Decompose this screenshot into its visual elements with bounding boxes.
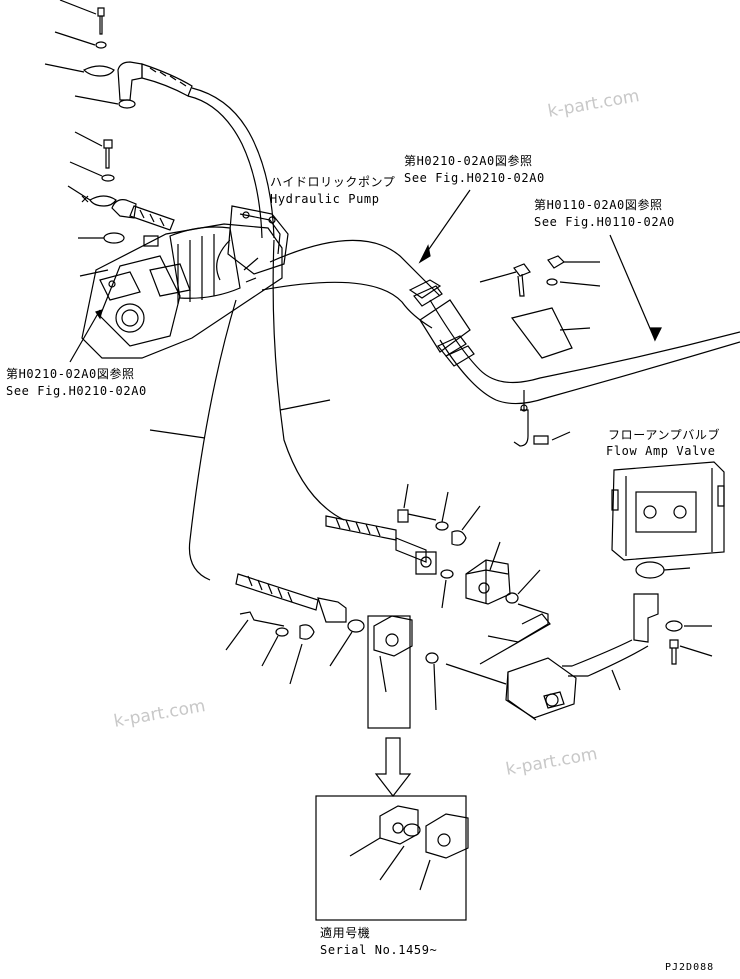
flow-amp-valve <box>611 461 725 579</box>
valve-label-jp: フローアンプバルブ <box>608 428 721 442</box>
hydraulic-pump <box>69 205 289 363</box>
pump-label-jp: ハイドロリックポンプ <box>270 175 396 189</box>
ref1-label-jp: 第H0210-02A0図参照 <box>404 154 533 168</box>
ref1-label-en: See Fig.H0210-02A0 <box>404 171 545 185</box>
upper-hose <box>117 61 275 239</box>
valve-pipe <box>445 593 713 721</box>
ref2-label-jp: 第H0110-02A0図参照 <box>534 198 663 212</box>
pump-to-valve-line <box>243 239 740 405</box>
drawing-code: PJ2D088 <box>665 962 715 973</box>
ref3-label-en: See Fig.H0210-02A0 <box>6 384 147 398</box>
reference-arrows <box>418 189 662 342</box>
lower-hose-1 <box>325 483 481 575</box>
pump-label-en: Hydraulic Pump <box>270 192 380 206</box>
upper-fastener-set <box>44 0 136 109</box>
valve-label-en: Flow Amp Valve <box>606 444 716 458</box>
drain-lines <box>149 239 345 581</box>
serial-label-en: Serial No.1459~ <box>320 943 438 957</box>
middle-hose <box>111 199 175 247</box>
middle-fastener-set <box>67 131 125 277</box>
right-fastener-set <box>479 255 601 447</box>
ref2-label-en: See Fig.H0110-02A0 <box>534 215 675 229</box>
down-arrow-icon <box>374 737 412 797</box>
ref3-label-jp: 第H0210-02A0図参照 <box>6 367 135 381</box>
detail-box <box>315 795 469 921</box>
lower-hose-2 <box>225 573 365 685</box>
flange-blocks <box>367 541 549 729</box>
serial-label-jp: 適用号機 <box>320 926 371 940</box>
